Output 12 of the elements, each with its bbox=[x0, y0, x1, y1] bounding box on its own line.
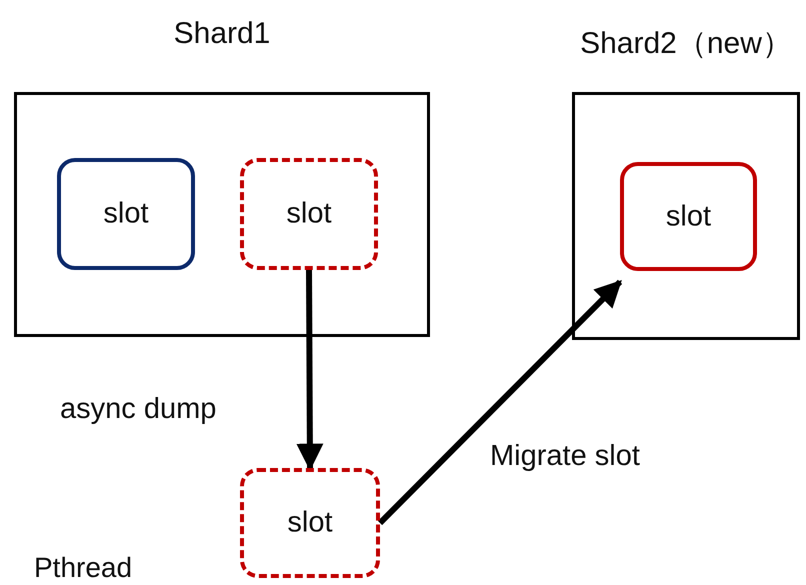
slot-label: slot bbox=[103, 198, 149, 230]
slot-box bbox=[57, 158, 195, 270]
arrow bbox=[296, 270, 324, 471]
slot-box bbox=[620, 162, 757, 271]
dashed-slot-box bbox=[240, 158, 378, 270]
shard-heading: Shard2（new） bbox=[580, 26, 792, 62]
slot-label: slot bbox=[286, 198, 332, 230]
slot-label: slot bbox=[666, 200, 712, 233]
arrow bbox=[378, 280, 622, 526]
slot-label: slot bbox=[287, 506, 333, 540]
shard-heading: Shard1 bbox=[174, 17, 270, 51]
thread-label: Pthread bbox=[34, 552, 132, 584]
